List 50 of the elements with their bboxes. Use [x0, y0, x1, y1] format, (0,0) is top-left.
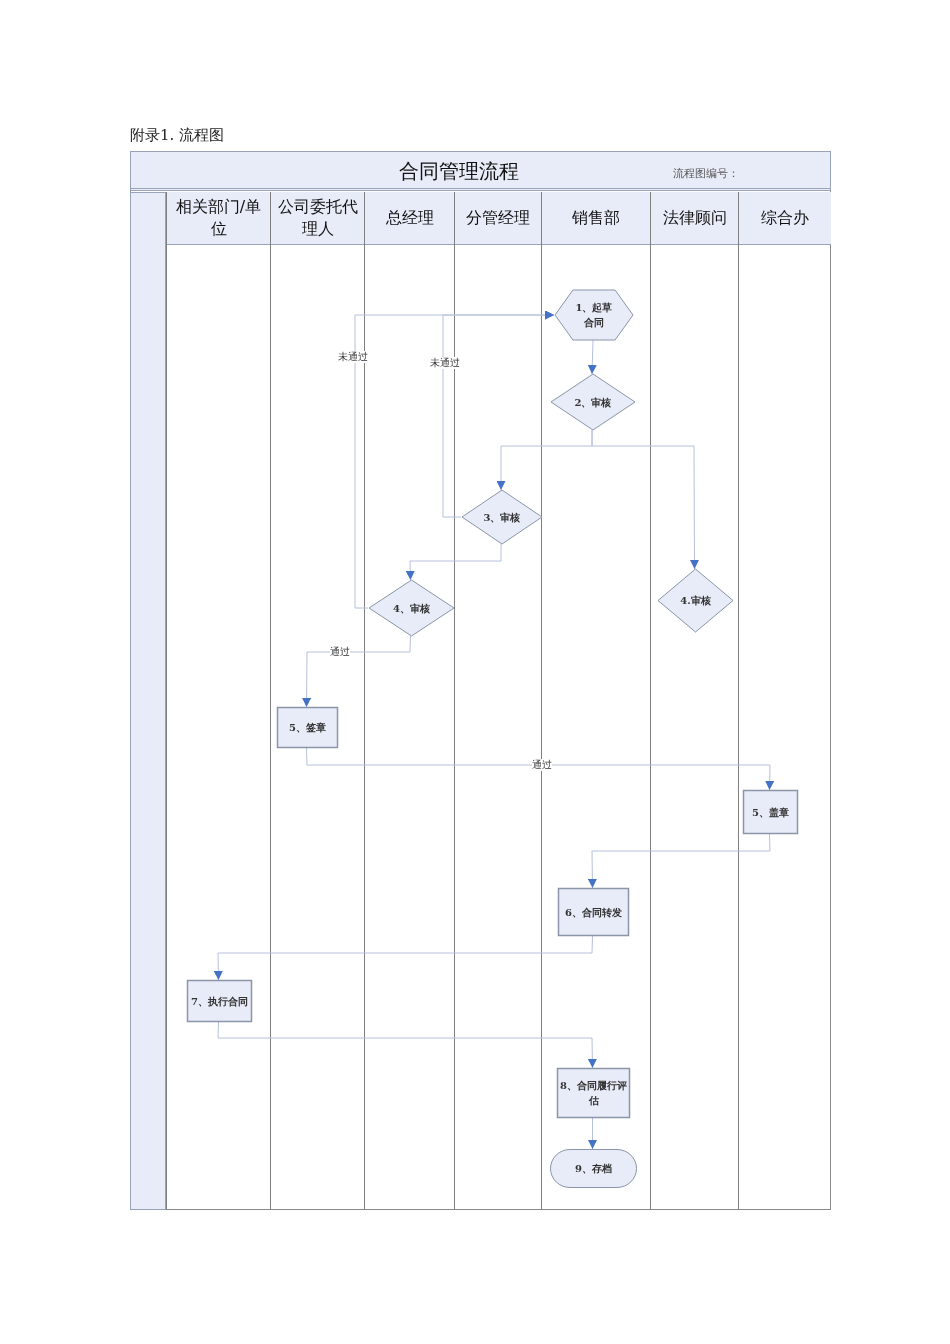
- decision-diamond: [658, 569, 733, 632]
- node-label: 4.审核: [679, 594, 712, 608]
- chart-number-label: 流程图编号：: [673, 166, 739, 181]
- swimlane: [166, 192, 270, 1210]
- lane-header: 法律顾问: [651, 192, 738, 245]
- node-label: 9、存档: [574, 1162, 613, 1176]
- caption-text: 附录1. 流程图: [130, 126, 225, 145]
- lane-header: 销售部: [542, 192, 650, 245]
- arrow: [306, 747, 775, 791]
- node-label: 5、签章: [288, 721, 327, 735]
- swimlane: [541, 192, 650, 1210]
- lane-header: 公司委托代理人: [271, 192, 364, 245]
- decision-diamond: [551, 374, 635, 430]
- swimlane: [650, 192, 738, 1210]
- edge-label: 未通过: [430, 357, 460, 369]
- edge-label: 通过: [532, 759, 552, 771]
- process-box: [558, 888, 629, 936]
- decision-diamond: [369, 580, 454, 636]
- process-box: [277, 707, 338, 748]
- node-label: 3、审核: [482, 510, 522, 525]
- lane-header: 分管经理: [455, 192, 541, 245]
- arrow: [587, 339, 597, 375]
- node-label: 4、审核: [392, 601, 431, 616]
- node-label: 8、合同履行评估: [559, 1079, 628, 1108]
- start-hexagon: [555, 290, 633, 340]
- process-box: [743, 790, 798, 834]
- arrow: [587, 833, 771, 889]
- arrow: [405, 543, 502, 581]
- title: 合同管理流程: [399, 158, 519, 185]
- arrow: [217, 1021, 597, 1069]
- node-label: 6、合同转发: [564, 905, 623, 920]
- arrow: [591, 429, 699, 570]
- arrow: [588, 1117, 597, 1150]
- arrow: [213, 935, 593, 981]
- end-terminal: [550, 1149, 637, 1188]
- decision-diamond: [462, 490, 542, 544]
- process-box: [557, 1068, 630, 1118]
- lane-header: 综合办: [739, 192, 831, 245]
- arrow: [354, 310, 555, 609]
- node-label: 7、执行合同: [190, 994, 249, 1009]
- process-box: [187, 980, 252, 1022]
- lane-header: 总经理: [365, 192, 454, 245]
- arrow: [302, 635, 411, 708]
- swimlane: [738, 192, 831, 1210]
- edge-label: 通过: [330, 646, 350, 658]
- edge-label: 未通过: [338, 351, 368, 363]
- node-label: 5、盖章: [751, 805, 790, 820]
- node-label: 1、起草合同: [574, 301, 614, 330]
- lane-header: 相关部门/单位: [167, 192, 270, 245]
- node-label: 2、审核: [573, 395, 613, 410]
